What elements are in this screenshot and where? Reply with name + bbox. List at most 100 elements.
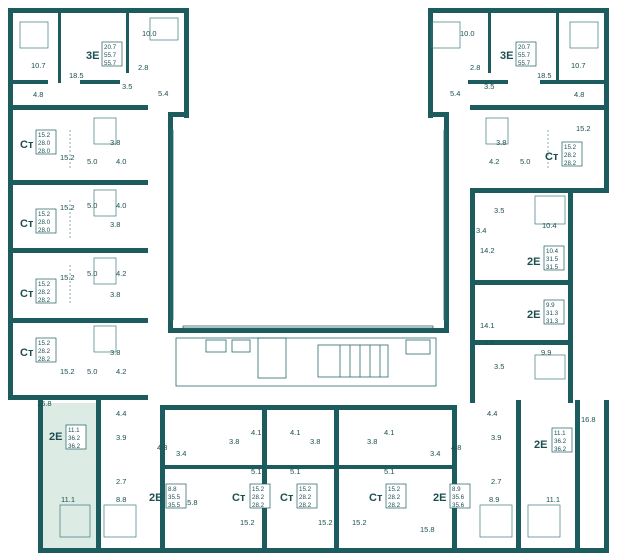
room-area: 3.8 — [367, 437, 377, 446]
room-area: 15.8 — [420, 525, 435, 534]
room-area: 3.9 — [116, 433, 126, 442]
unit-code: Ст — [20, 288, 34, 300]
room-area: 3.4 — [476, 226, 486, 235]
unit-code: 2E — [534, 439, 547, 451]
room-area: 15.2 — [60, 153, 75, 162]
unit-area-total: 35.5 — [168, 494, 181, 501]
unit-code: 2E — [149, 492, 162, 504]
unit-code: Ст — [280, 492, 294, 504]
unit-area-total: 28.0 — [38, 140, 51, 147]
unit-area-living: 15.2 — [38, 340, 51, 347]
unit-area-full: 28.2 — [564, 160, 577, 167]
room-area: 15.2 — [240, 518, 255, 527]
room-area: 3.9 — [491, 433, 501, 442]
unit-area-total: 55.7 — [104, 52, 117, 59]
unit-code: 2E — [49, 431, 62, 443]
room-area: 2.8 — [138, 63, 148, 72]
room-area: 10.4 — [542, 221, 557, 230]
unit-code: Ст — [232, 492, 246, 504]
unit-area-living: 10.4 — [546, 248, 559, 255]
unit-code: 2E — [527, 256, 540, 268]
unit-area-total: 28.2 — [564, 152, 577, 159]
room-area: 5.0 — [87, 201, 97, 210]
unit-tags: 3E 20.7 55.7 55.7 3E 20.7 55.7 55.7 Ст 1… — [20, 41, 583, 509]
room-area: 3.5 — [122, 82, 132, 91]
unit-area-living: 15.2 — [388, 486, 401, 493]
unit-code: Ст — [20, 218, 34, 230]
unit-area-full: 28.0 — [38, 227, 51, 234]
room-area: 4.8 — [574, 90, 584, 99]
unit-area-full: 28.2 — [38, 356, 51, 363]
unit-code: 3E — [86, 50, 99, 62]
room-area: 15.2 — [60, 273, 75, 282]
room-area: 5.1 — [251, 467, 261, 476]
unit-area-total: 28.2 — [252, 494, 265, 501]
room-area: 3.8 — [110, 290, 120, 299]
unit-code: Ст — [20, 139, 34, 151]
unit-area-total: 28.2 — [388, 494, 401, 501]
unit-code: 2E — [527, 309, 540, 321]
room-area: 4.1 — [384, 428, 394, 437]
room-area: 5.1 — [384, 467, 394, 476]
unit-area-full: 28.2 — [299, 502, 312, 509]
room-area: 3.4 — [176, 449, 186, 458]
room-area: 5.0 — [520, 157, 530, 166]
room-area: 4.2 — [489, 157, 499, 166]
room-area: 3.8 — [496, 138, 506, 147]
room-area: 3.8 — [310, 437, 320, 446]
unit-code: 2E — [433, 492, 446, 504]
unit-area-full: 28.0 — [38, 148, 51, 155]
unit-code: Ст — [20, 347, 34, 359]
room-area: 4.0 — [116, 157, 126, 166]
unit-area-living: 15.2 — [252, 486, 265, 493]
unit-area-full: 55.7 — [518, 60, 531, 67]
core-block — [175, 337, 437, 387]
unit-area-total: 28.2 — [38, 289, 51, 296]
room-area: 4.1 — [251, 428, 261, 437]
unit-area-living: 15.2 — [564, 144, 577, 151]
unit-area-living: 9.9 — [546, 302, 555, 309]
room-area: 18.5 — [69, 71, 84, 80]
unit-code: 3E — [500, 50, 513, 62]
room-area: 4.0 — [116, 201, 126, 210]
room-area: 4.8 — [157, 443, 167, 452]
furniture — [19, 17, 599, 538]
room-area: 3.8 — [110, 138, 120, 147]
room-area: 5.0 — [87, 157, 97, 166]
room-area: 3.8 — [110, 348, 120, 357]
unit-area-living: 8.9 — [452, 486, 461, 493]
room-area: 15.2 — [318, 518, 333, 527]
room-area: 3.5 — [494, 362, 504, 371]
room-area: 4.2 — [116, 367, 126, 376]
unit-area-living: 15.2 — [299, 486, 312, 493]
unit-area-full: 28.2 — [252, 502, 265, 509]
room-area: 2.7 — [116, 477, 126, 486]
room-area: 4.4 — [487, 409, 497, 418]
unit-area-full: 28.2 — [388, 502, 401, 509]
room-area: 3.8 — [110, 220, 120, 229]
unit-area-living: 20.7 — [104, 44, 117, 51]
unit-area-full: 36.2 — [68, 443, 81, 450]
room-area: 4.8 — [451, 443, 461, 452]
unit-area-total: 31.5 — [546, 256, 559, 263]
room-area: 5.0 — [87, 367, 97, 376]
room-area: 2.7 — [491, 477, 501, 486]
room-area: 3.4 — [430, 449, 440, 458]
unit-area-total: 31.3 — [546, 310, 559, 317]
room-area: 8.9 — [489, 495, 499, 504]
room-area: 8.8 — [116, 495, 126, 504]
unit-area-total: 36.2 — [68, 435, 81, 442]
room-area: 15.8 — [183, 498, 198, 507]
unit-area-full: 35.5 — [168, 502, 181, 509]
room-area: 3.5 — [484, 82, 494, 91]
room-area: 5.4 — [450, 89, 460, 98]
unit-area-full: 35.6 — [452, 502, 465, 509]
unit-area-total: 28.0 — [38, 219, 51, 226]
unit-area-living: 20.7 — [518, 44, 531, 51]
room-area: 15.2 — [352, 518, 367, 527]
unit-area-full: 31.5 — [546, 264, 559, 271]
room-area: 3.5 — [494, 206, 504, 215]
room-area: 18.5 — [537, 71, 552, 80]
room-area: 4.4 — [116, 409, 126, 418]
